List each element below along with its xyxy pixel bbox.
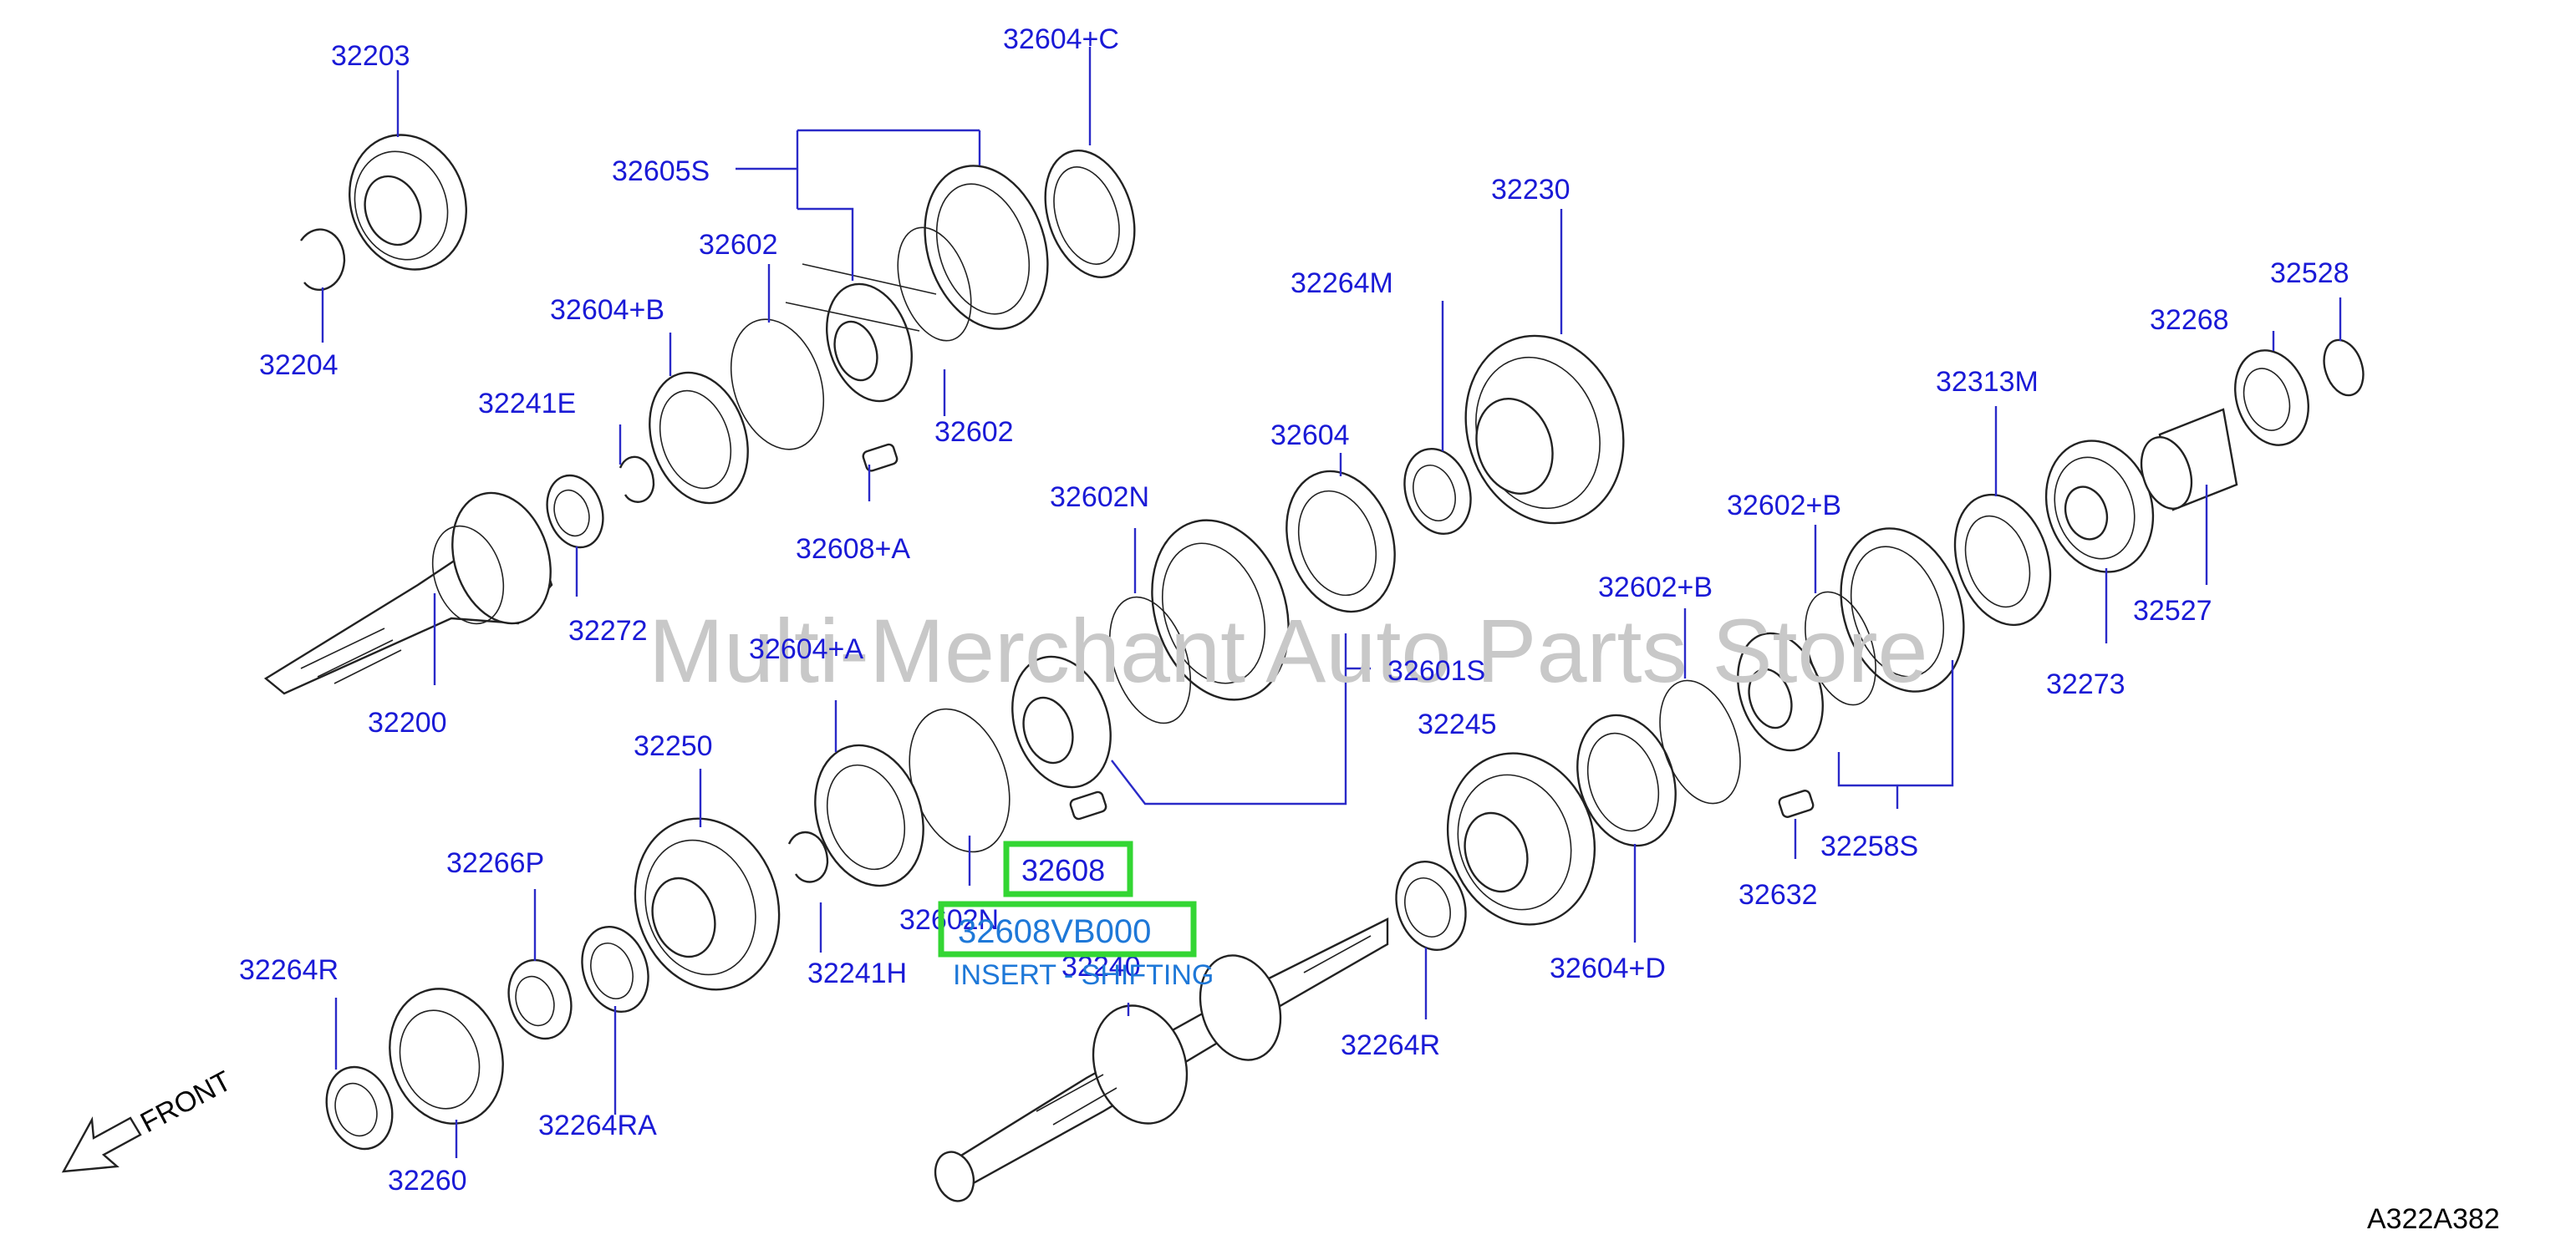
snap-ring-32241H bbox=[787, 831, 829, 883]
label-32605S[interactable]: 32605S bbox=[612, 155, 710, 187]
label-32250[interactable]: 32250 bbox=[634, 730, 713, 762]
shifting-insert-32608A bbox=[862, 443, 899, 472]
label-32264RA[interactable]: 32264RA bbox=[538, 1110, 657, 1141]
insert-32632 bbox=[1778, 790, 1815, 818]
spring-32602B-b bbox=[1805, 591, 1876, 706]
label-32602N-top[interactable]: 32602N bbox=[1050, 481, 1149, 513]
label-32602-a[interactable]: 32602 bbox=[699, 229, 778, 261]
label-32260[interactable]: 32260 bbox=[388, 1165, 467, 1197]
spring-32602-b bbox=[897, 226, 972, 342]
label-32604B[interactable]: 32604+B bbox=[550, 294, 664, 326]
label-32602B-b[interactable]: 32602+B bbox=[1598, 572, 1713, 603]
label-32272[interactable]: 32272 bbox=[568, 615, 648, 647]
label-32204[interactable]: 32204 bbox=[259, 349, 339, 381]
label-32245[interactable]: 32245 bbox=[1418, 709, 1497, 740]
highlight-box-32608[interactable] bbox=[1003, 841, 1133, 897]
highlighted-part-callout[interactable]: 32608 32608VB000 INSERT - SHIFTING bbox=[938, 841, 1214, 991]
synchronizer-32605S bbox=[785, 165, 1049, 403]
baulk-ring-32604 bbox=[1285, 470, 1396, 613]
part-drawings bbox=[61, 134, 2365, 1202]
spring-32602-a bbox=[730, 318, 825, 450]
highlight-box-part-number[interactable] bbox=[938, 901, 1197, 958]
snap-ring-32241E bbox=[619, 455, 655, 503]
label-32604A[interactable]: 32604+A bbox=[749, 633, 863, 665]
label-32264R-b[interactable]: 32264R bbox=[1341, 1029, 1440, 1061]
front-arrow-icon bbox=[61, 1115, 142, 1173]
highlight-description: INSERT - SHIFTING bbox=[953, 959, 1214, 991]
front-direction-label: FRONT bbox=[135, 1065, 237, 1140]
baulk-ring-32604D bbox=[1576, 714, 1677, 847]
diagram-reference-code: A322A382 bbox=[2367, 1203, 2500, 1235]
main-drive-shaft-32200 bbox=[263, 491, 553, 695]
needle-bearing-32264RA bbox=[581, 925, 649, 1014]
synchronizer-32258S bbox=[1737, 527, 1965, 752]
baulk-ring-32604B bbox=[649, 371, 749, 505]
label-32527[interactable]: 32527 bbox=[2133, 595, 2212, 627]
gear-32260 bbox=[389, 988, 504, 1125]
needle-bearing-32272 bbox=[546, 474, 604, 549]
label-32241E[interactable]: 32241E bbox=[478, 388, 576, 419]
label-32632[interactable]: 32632 bbox=[1739, 879, 1818, 911]
baulk-ring-32604C bbox=[1044, 150, 1136, 278]
highlight-part-label[interactable]: 32608 bbox=[1021, 853, 1105, 887]
leader-lines bbox=[321, 47, 2342, 1158]
label-32258S[interactable]: 32258S bbox=[1820, 831, 1918, 862]
label-32604C[interactable]: 32604+C bbox=[1003, 23, 1119, 55]
spring-32602N-a bbox=[1108, 596, 1192, 724]
watermark-text: Multi-Merchant Auto Parts Store bbox=[649, 600, 1928, 701]
highlight-part-number[interactable]: 32608VB000 bbox=[958, 913, 1151, 950]
main-shaft-32240 bbox=[934, 917, 1389, 1202]
label-32264M[interactable]: 32264M bbox=[1291, 267, 1393, 299]
label-32273[interactable]: 32273 bbox=[2046, 668, 2125, 700]
gear-32250 bbox=[634, 817, 781, 991]
bushing-32266P bbox=[507, 958, 573, 1040]
hub-32313M bbox=[1953, 493, 2052, 627]
label-32203[interactable]: 32203 bbox=[331, 40, 410, 72]
bushing-32527 bbox=[2140, 408, 2238, 511]
label-32200[interactable]: 32200 bbox=[368, 707, 447, 739]
label-32602-b[interactable]: 32602 bbox=[934, 416, 1014, 448]
snap-ring-32204 bbox=[300, 228, 346, 291]
label-32604[interactable]: 32604 bbox=[1270, 419, 1350, 451]
label-32313M[interactable]: 32313M bbox=[1936, 366, 2039, 398]
label-32266P[interactable]: 32266P bbox=[446, 847, 544, 879]
needle-bearing-32264R-a bbox=[325, 1065, 394, 1151]
part-labels: 32203 32604+C 32605S 32602 32604+B 32204… bbox=[239, 23, 2349, 1197]
label-32264R-a[interactable]: 32264R bbox=[239, 954, 339, 986]
bearing-32268 bbox=[2234, 349, 2309, 446]
label-32602N-bot[interactable]: 32602N bbox=[899, 904, 999, 936]
needle-bearing-32264M bbox=[1403, 447, 1472, 536]
gear-32230 bbox=[1464, 334, 1625, 525]
label-32230[interactable]: 32230 bbox=[1491, 174, 1571, 206]
baulk-ring-32604A bbox=[814, 744, 924, 887]
label-32528[interactable]: 32528 bbox=[2270, 257, 2349, 289]
label-32268[interactable]: 32268 bbox=[2150, 304, 2229, 336]
label-32602B-a[interactable]: 32602+B bbox=[1727, 490, 1841, 521]
label-32604D[interactable]: 32604+D bbox=[1550, 953, 1666, 984]
bearing-32203 bbox=[349, 134, 467, 271]
snap-ring-32528 bbox=[2323, 338, 2365, 397]
label-32601S[interactable]: 32601S bbox=[1387, 655, 1485, 687]
label-32241H[interactable]: 32241H bbox=[807, 958, 907, 989]
spring-32602B-a bbox=[1659, 679, 1741, 805]
gear-32245 bbox=[1446, 752, 1596, 926]
shifting-insert-32608 bbox=[1069, 790, 1107, 821]
needle-bearing-32264R-b bbox=[1395, 860, 1467, 952]
label-32608A[interactable]: 32608+A bbox=[796, 533, 910, 565]
